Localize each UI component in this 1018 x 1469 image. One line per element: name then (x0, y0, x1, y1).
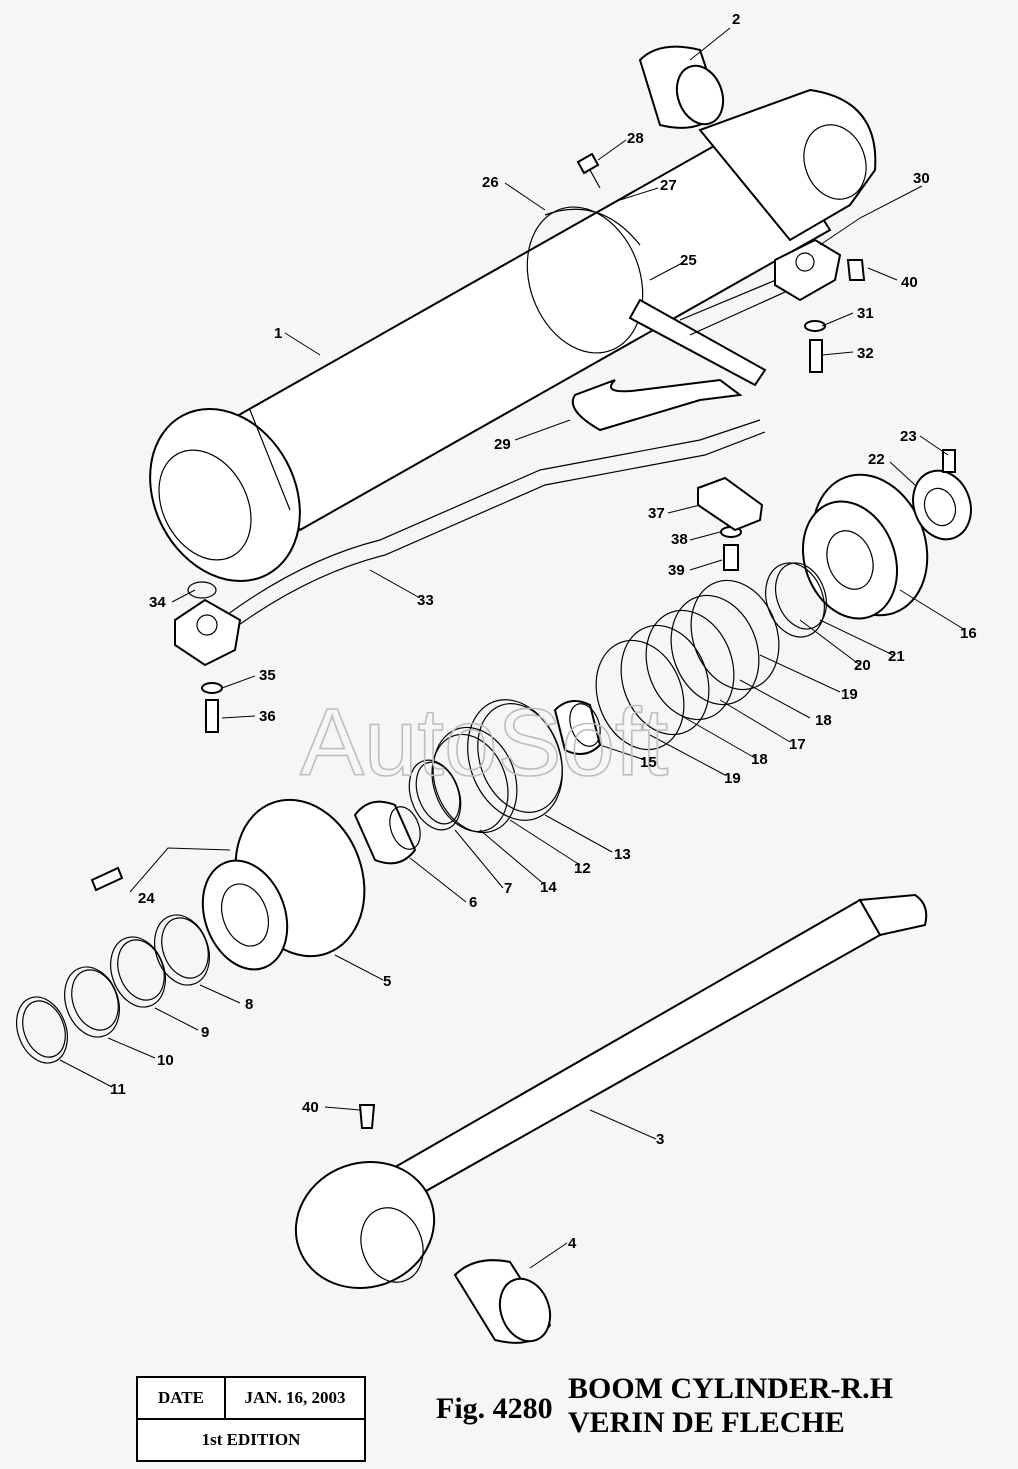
part-label-37: 37 (648, 505, 665, 522)
bushing-top (638, 45, 725, 129)
grease-nipple-40-lower (358, 1104, 376, 1129)
part-labels: 1 2 3 4 5 6 7 8 9 10 11 12 13 14 15 16 1… (110, 11, 977, 1252)
bolt-36 (201, 682, 223, 733)
part-label-22: 22 (868, 451, 885, 468)
grease-nipple-40-upper (846, 259, 866, 281)
clamp-band (526, 206, 644, 354)
date-row: DATE JAN. 16, 2003 (138, 1378, 364, 1420)
part-label-8: 8 (245, 996, 253, 1013)
piston (801, 473, 929, 620)
part-label-34: 34 (149, 594, 166, 611)
part-label-18a: 18 (815, 712, 832, 729)
flange-block-upper (774, 238, 842, 302)
flange-block-lower (174, 581, 242, 667)
bushing-bottom (453, 1259, 552, 1344)
part-label-11: 11 (110, 1081, 126, 1098)
title-block: DATE JAN. 16, 2003 1st EDITION Fig. 4280… (0, 1368, 1018, 1468)
piston-rod (388, 893, 928, 1202)
part-label-14: 14 (540, 879, 557, 896)
part-label-7: 7 (504, 880, 512, 897)
piston-seals (595, 562, 827, 751)
part-label-28: 28 (627, 130, 644, 147)
bolt-39 (720, 526, 742, 571)
part-label-9: 9 (201, 1024, 209, 1041)
revision-box: DATE JAN. 16, 2003 1st EDITION (136, 1376, 366, 1462)
part-label-12: 12 (574, 860, 591, 877)
part-label-6: 6 (469, 894, 477, 911)
part-label-38: 38 (671, 531, 688, 548)
bolt-32 (804, 320, 826, 373)
part-label-13: 13 (614, 846, 631, 863)
gland-bushing (353, 800, 421, 865)
clamp-block (697, 476, 764, 532)
leader-lines (59, 27, 966, 1269)
bolt-24 (90, 866, 124, 892)
cylinder-tube (149, 118, 832, 582)
date-label: DATE (138, 1378, 226, 1418)
part-label-33: 33 (417, 592, 434, 609)
part-label-18b: 18 (751, 751, 768, 768)
part-label-15: 15 (640, 754, 657, 771)
edition-label: 1st EDITION (201, 1430, 301, 1449)
pipe-bracket (571, 298, 767, 432)
part-label-30: 30 (913, 170, 930, 187)
part-label-32: 32 (857, 345, 874, 362)
part-label-39: 39 (668, 562, 685, 579)
part-label-4: 4 (568, 1235, 577, 1252)
part-label-31: 31 (857, 305, 874, 322)
date-value: JAN. 16, 2003 (244, 1388, 346, 1407)
part-label-3: 3 (656, 1131, 664, 1148)
figure-title: BOOM CYLINDER-R.H VERIN DE FLECHE (568, 1372, 893, 1440)
title-french: VERIN DE FLECHE (568, 1406, 845, 1439)
rod-eye (294, 1161, 436, 1289)
part-label-25: 25 (680, 252, 697, 269)
part-label-24: 24 (138, 890, 155, 907)
part-label-17: 17 (789, 736, 806, 753)
piston-nut (912, 449, 972, 541)
part-label-5: 5 (383, 973, 391, 990)
watermark: AutoSoft (300, 689, 668, 796)
tube-end-eye (698, 88, 877, 242)
part-label-26: 26 (482, 174, 499, 191)
part-label-36: 36 (259, 708, 276, 725)
figure-number: Fig. 4280 (436, 1392, 553, 1425)
bolt-28 (576, 152, 601, 189)
part-label-20: 20 (854, 657, 871, 674)
part-label-35: 35 (259, 667, 276, 684)
part-label-16: 16 (960, 625, 977, 642)
part-label-19b: 19 (724, 770, 741, 787)
part-label-21: 21 (888, 648, 905, 665)
title-english: BOOM CYLINDER-R.H (568, 1372, 894, 1405)
part-label-27: 27 (660, 177, 677, 194)
part-label-10: 10 (157, 1052, 174, 1069)
part-label-23: 23 (900, 428, 917, 445)
part-label-40b: 40 (302, 1099, 319, 1116)
part-label-19a: 19 (841, 686, 858, 703)
part-label-29: 29 (494, 436, 511, 453)
part-label-1: 1 (274, 325, 282, 342)
part-label-40a: 40 (901, 274, 918, 291)
wiper-seals (16, 914, 210, 1064)
part-label-2: 2 (732, 11, 740, 28)
gland-rings (408, 699, 563, 834)
cylinder-head (201, 798, 366, 971)
